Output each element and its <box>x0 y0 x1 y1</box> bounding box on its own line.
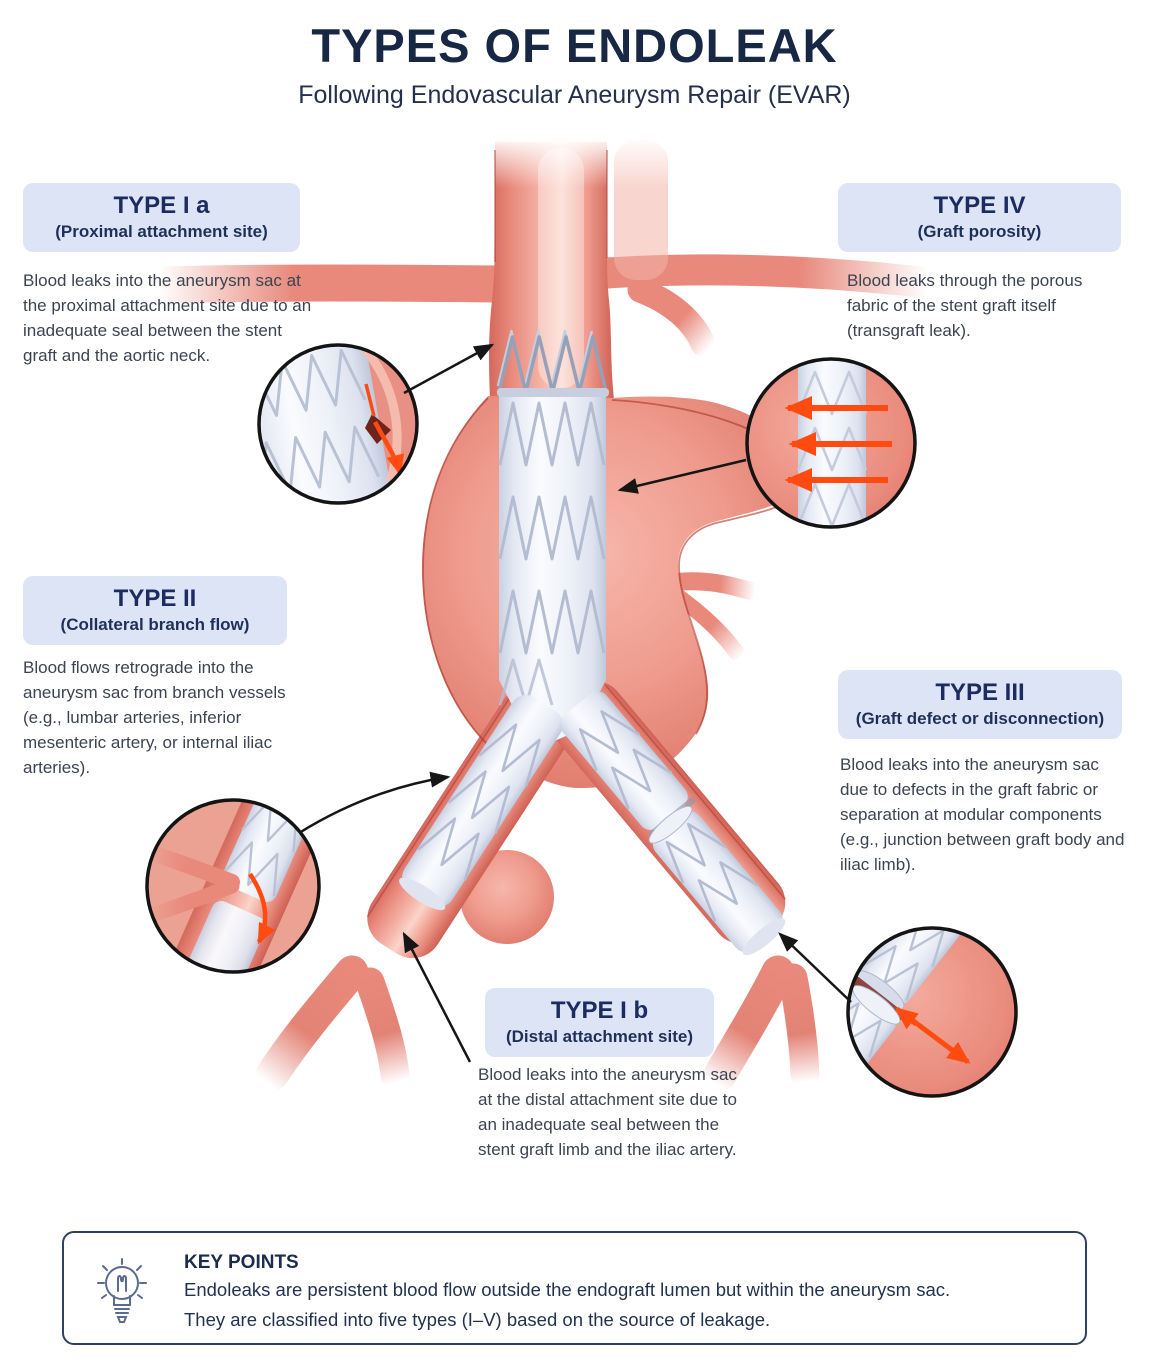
type1a-leak-arrow <box>373 420 405 476</box>
type2-description: Blood flows retrograde into the aneurysm… <box>23 658 286 777</box>
type2-branch-vessel-b <box>147 878 240 924</box>
lumbar-branch-upper <box>667 572 759 600</box>
key-points-line1: Endoleaks are persistent blood flow outs… <box>184 1279 951 1300</box>
label-box-type1a: TYPE I a (Proximal attachment site) <box>23 183 300 252</box>
page-subtitle: Following Endovascular Aneurysm Repair (… <box>298 81 851 109</box>
type3-name: TYPE III <box>935 679 1025 706</box>
type2-name: TYPE II <box>113 585 197 612</box>
type4-porosity-arrows <box>784 396 892 492</box>
type1a-name: TYPE I a <box>113 192 210 219</box>
right-iliac-fork-outer <box>778 963 820 1090</box>
aorta-highlight <box>538 148 584 388</box>
inset-type2-magnifier <box>145 798 321 974</box>
type2-branch-vessel-a <box>147 844 240 890</box>
type3-leak-arrow <box>910 1018 971 1064</box>
aorta-top-fade <box>470 136 700 188</box>
type4-subname: (Graft porosity) <box>917 221 1042 241</box>
label-box-type1b: TYPE I b (Distal attachment site) <box>485 988 714 1057</box>
label-box-type3: TYPE III (Graft defect or disconnection) <box>838 670 1122 739</box>
type3-description: Blood leaks into the aneurysm sac due to… <box>840 755 1125 874</box>
inset-type4-magnifier <box>745 357 917 529</box>
key-points-heading: KEY POINTS <box>184 1252 299 1273</box>
type4-name: TYPE IV <box>933 192 1026 219</box>
page-title: TYPES OF ENDOLEAK <box>311 19 838 72</box>
aorta <box>489 142 614 400</box>
type1b-description: Blood leaks into the aneurysm sac at the… <box>478 1065 737 1159</box>
type4-description: Blood leaks through the porous fabric of… <box>847 271 1083 340</box>
key-points-line2: They are classified into five types (I–V… <box>184 1309 771 1330</box>
graft-main-body <box>499 392 606 742</box>
sac-left-edge <box>422 397 491 748</box>
left-renal-artery <box>146 264 516 304</box>
left-iliac-fork-outer <box>255 955 369 1092</box>
inset-type3-magnifier <box>846 926 1018 1098</box>
connector-arrows <box>298 343 852 1063</box>
arrow-type1a <box>403 343 495 395</box>
right-renal-branch <box>627 277 716 357</box>
arrow-type3 <box>778 932 852 1003</box>
arrow-type4 <box>617 458 747 494</box>
type1a-subname: (Proximal attachment site) <box>55 221 268 241</box>
type2-retrograde-arrow <box>248 872 276 945</box>
graft-left-limb <box>399 694 564 911</box>
type2-subname: (Collateral branch flow) <box>60 614 250 634</box>
type1b-subname: (Distal attachment site) <box>505 1026 694 1046</box>
left-iliac-fork-inner <box>355 967 410 1090</box>
arrow-type1b <box>402 931 472 1063</box>
graft-right-limb <box>560 691 786 956</box>
header: TYPES OF ENDOLEAK Following Endovascular… <box>0 18 1149 110</box>
type1a-description: Blood leaks into the aneurysm sac at the… <box>23 271 312 365</box>
label-box-type4: TYPE IV (Graft porosity) <box>838 183 1121 252</box>
key-points-box: KEY POINTS Endoleaks are persistent bloo… <box>62 1231 1087 1345</box>
type1b-name: TYPE I b <box>550 997 649 1024</box>
graft-fabric-top-edge <box>497 388 609 397</box>
stent-graft <box>399 329 786 956</box>
right-iliac-fork-inner <box>703 955 795 1092</box>
type3-subname: (Graft defect or disconnection) <box>855 708 1105 728</box>
lightbulb-icon <box>97 1258 147 1323</box>
arrow-type2 <box>298 771 451 835</box>
label-box-type2: TYPE II (Collateral branch flow) <box>23 576 287 645</box>
